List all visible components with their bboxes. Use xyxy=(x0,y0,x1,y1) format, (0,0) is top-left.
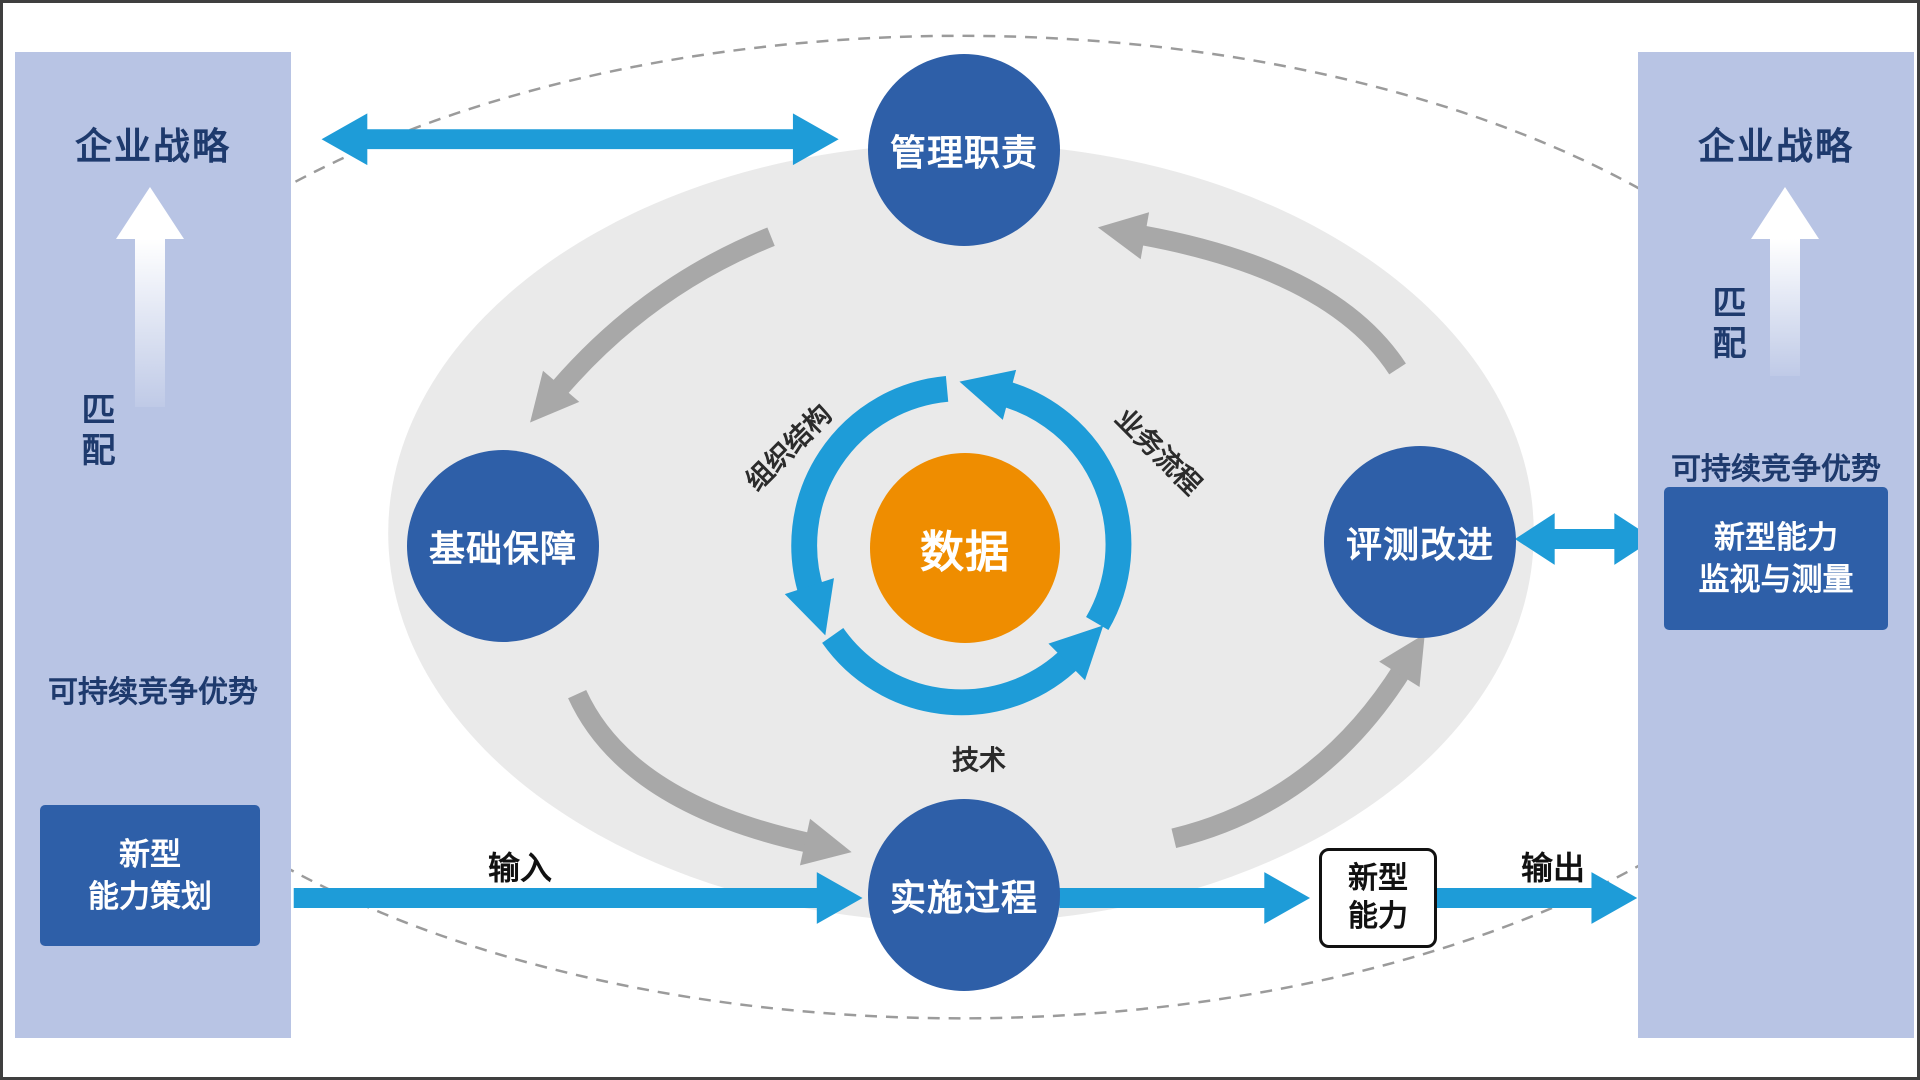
match-label-left: 匹配 xyxy=(76,392,114,472)
right-strategy-panel: 企业战略 匹配 可持续竞争优势 新型能力 监视与测量 xyxy=(1638,52,1914,1038)
new-capability-box: 新型 能力 xyxy=(1319,848,1437,948)
data-cycle-arrow-right xyxy=(959,369,1132,631)
data-cycle-arrow-bottom xyxy=(822,625,1104,716)
capability-monitoring-line1: 新型能力 xyxy=(1714,519,1838,555)
match-up-arrow-left xyxy=(116,187,184,407)
advantage-label-left: 可持续竞争优势 xyxy=(48,676,258,709)
cycle-arrow-top-right xyxy=(1097,212,1406,375)
capability-planning-line2: 能力策划 xyxy=(88,878,212,914)
evaluation-measurement-double-arrow xyxy=(1514,513,1655,565)
node-data-center: 数据 xyxy=(870,453,1060,643)
up-arrow-shaft xyxy=(135,239,165,407)
implementation-to-capability-arrow xyxy=(1059,872,1311,924)
cycle-arrow-bottom-left xyxy=(568,689,852,866)
enterprise-strategy-label-left: 企业战略 xyxy=(75,126,231,167)
up-arrow-head xyxy=(1751,187,1819,239)
node-management-responsibility: 管理职责 xyxy=(868,54,1060,246)
strategy-responsibility-double-arrow xyxy=(321,113,839,166)
capability-planning-line1: 新型 xyxy=(119,836,181,872)
input-arrow xyxy=(293,872,863,924)
capability-monitoring-box: 新型能力 监视与测量 xyxy=(1664,487,1888,630)
node-evaluation-improvement: 评测改进 xyxy=(1324,446,1516,638)
output-arrow xyxy=(1434,872,1638,924)
advantage-label-right: 可持续竞争优势 xyxy=(1671,453,1881,486)
new-capability-line2: 能力 xyxy=(1348,900,1408,933)
data-cycle-arrow-left xyxy=(784,375,949,636)
enterprise-strategy-label-right: 企业战略 xyxy=(1698,126,1854,167)
match-up-arrow-right xyxy=(1751,187,1819,376)
node-basic-support: 基础保障 xyxy=(407,450,599,642)
capability-monitoring-line2: 监视与测量 xyxy=(1698,561,1854,597)
new-capability-line1: 新型 xyxy=(1348,862,1408,895)
match-label-right: 匹配 xyxy=(1707,285,1745,365)
output-label: 输出 xyxy=(1520,850,1585,886)
input-label: 输入 xyxy=(487,850,552,886)
cycle-arrow-top-left xyxy=(530,227,775,423)
up-arrow-head xyxy=(116,187,184,239)
capability-planning-box: 新型 能力策划 xyxy=(40,805,260,946)
up-arrow-shaft xyxy=(1770,239,1800,376)
node-implementation-process: 实施过程 xyxy=(868,799,1060,991)
left-strategy-panel: 企业战略 匹配 可持续竞争优势 新型 能力策划 xyxy=(15,52,291,1038)
cycle-arrow-bottom-right xyxy=(1171,633,1425,848)
technology-label: 技术 xyxy=(952,745,1006,776)
